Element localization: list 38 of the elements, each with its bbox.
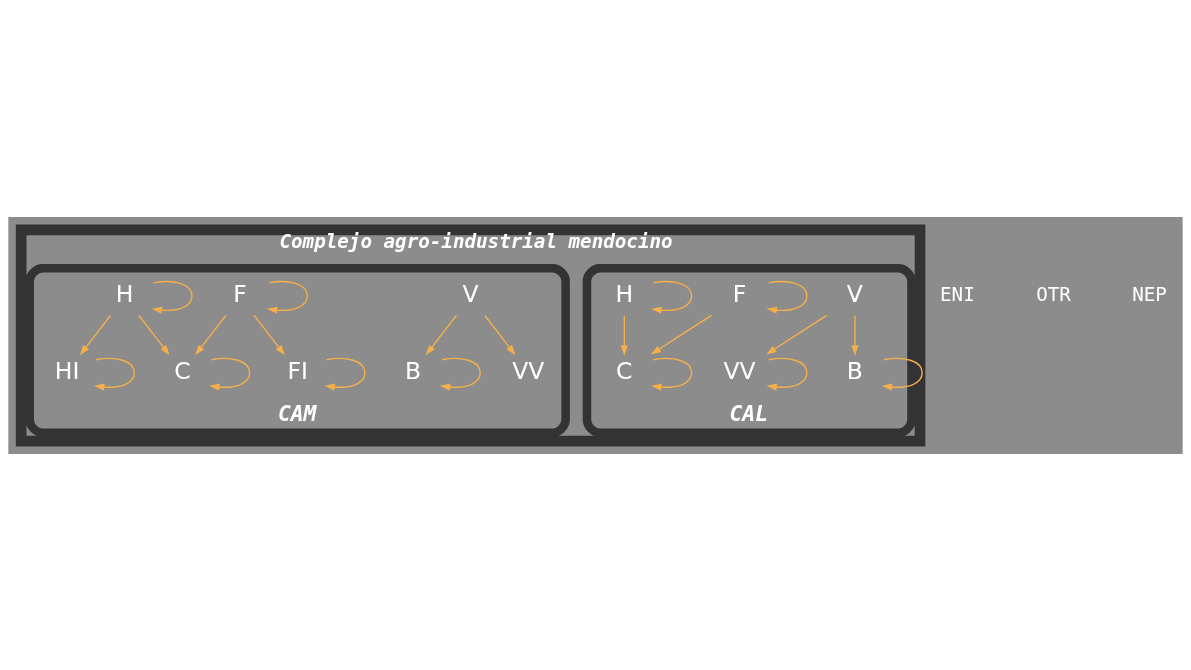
node-text: V [462, 279, 479, 308]
node-text: VV [512, 356, 545, 385]
arrow [94, 357, 135, 391]
arrow [195, 314, 227, 355]
arrow [266, 280, 308, 314]
arrow [651, 357, 693, 391]
node-text: F [233, 279, 247, 308]
node-text: FI [287, 356, 308, 385]
node-text: C [174, 356, 191, 385]
arrow [851, 314, 859, 356]
node-text: C [616, 356, 633, 385]
label: ENI [940, 282, 975, 306]
arrow [484, 314, 516, 355]
arrow [138, 314, 170, 355]
arrow [439, 357, 481, 391]
arrow [324, 357, 366, 391]
arrow [766, 280, 808, 314]
node-text: HI [54, 356, 80, 385]
label: OTR [1036, 282, 1071, 306]
node-text: B [404, 356, 421, 385]
arrow [766, 314, 828, 355]
arrow [209, 357, 251, 391]
label: NEP [1132, 282, 1167, 306]
node-text: F [732, 279, 747, 308]
arrow [651, 280, 693, 314]
arrow [766, 357, 808, 391]
arrow [253, 314, 285, 355]
arrow [79, 314, 112, 355]
node-text: H [115, 279, 134, 308]
node-text: H [615, 279, 634, 308]
arrow [650, 314, 713, 355]
arrow [881, 357, 923, 391]
node-text: VV [723, 356, 756, 385]
arrow [425, 314, 458, 355]
arrow [620, 314, 628, 356]
node-text: V [846, 279, 863, 308]
node-text: B [846, 356, 863, 385]
arrow [151, 280, 193, 314]
